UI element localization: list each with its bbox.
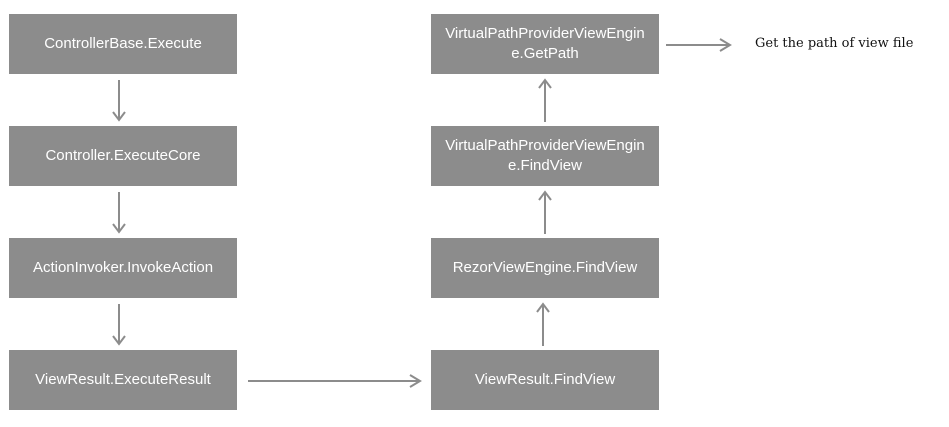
node-label: ActionInvoker.InvokeAction — [32, 259, 214, 276]
arrowhead-n1-n2 — [112, 111, 126, 122]
node-virtualpathproviderviewengine-findview: VirtualPathProviderViewEngine.FindView — [431, 126, 659, 186]
note-get-path: Get the path of view file — [755, 36, 914, 51]
arrowhead-n6-n7 — [538, 190, 552, 201]
node-label: VirtualPathProviderViewEngine.FindView — [445, 137, 645, 174]
node-viewresult-executeresult: ViewResult.ExecuteResult — [9, 350, 237, 410]
node-label: RezorViewEngine.FindView — [452, 259, 638, 276]
node-label: ViewResult.FindView — [474, 371, 616, 388]
arrowhead-n8-note — [719, 38, 732, 52]
node-viewresult-findview: ViewResult.FindView — [431, 350, 659, 410]
node-virtualpathproviderviewengine-getpath: VirtualPathProviderViewEngine.GetPath — [431, 14, 659, 74]
node-label: VirtualPathProviderViewEngine.GetPath — [445, 25, 645, 62]
arrowhead-n3-n4 — [112, 335, 126, 346]
node-controller-executecore: Controller.ExecuteCore — [9, 126, 237, 186]
node-label: ViewResult.ExecuteResult — [35, 371, 211, 388]
node-rezorviewengine-findview: RezorViewEngine.FindView — [431, 238, 659, 298]
arrowhead-n5-n6 — [536, 302, 550, 313]
node-label: Controller.ExecuteCore — [45, 147, 201, 164]
node-controllerbase-execute: ControllerBase.Execute — [9, 14, 237, 74]
arrowhead-n4-n5 — [409, 374, 422, 388]
arrowhead-n7-n8 — [538, 78, 552, 89]
arrowhead-n2-n3 — [112, 223, 126, 234]
node-label: ControllerBase.Execute — [44, 35, 202, 52]
node-actioninvoker-invokeaction: ActionInvoker.InvokeAction — [9, 238, 237, 298]
